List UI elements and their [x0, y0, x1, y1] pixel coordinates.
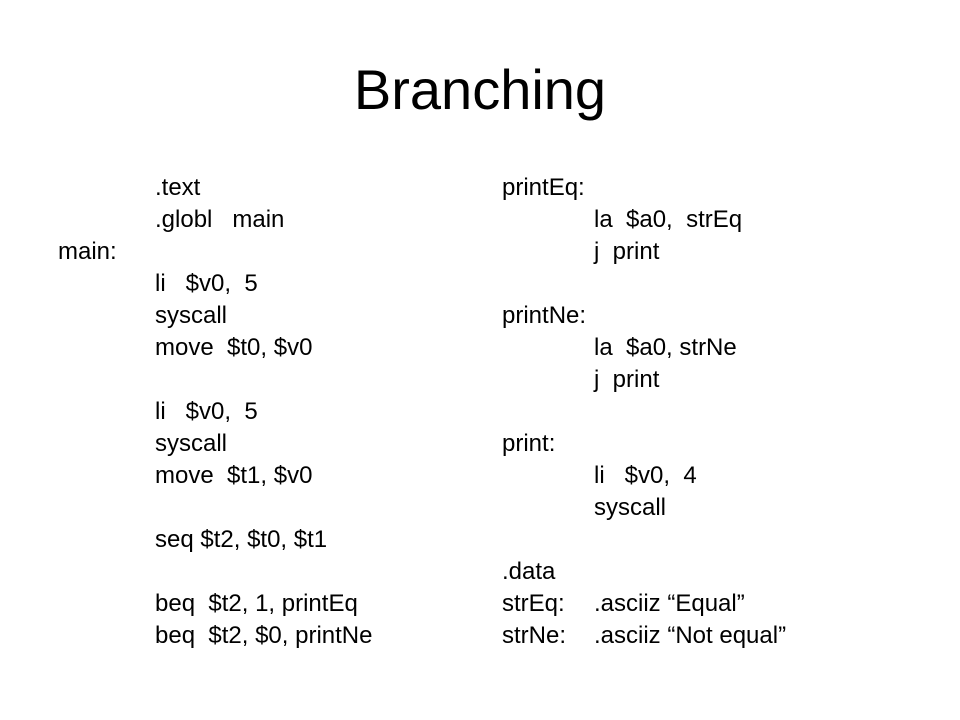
code-right-line-value: .asciiz “Equal”: [594, 590, 745, 617]
code-left-line: main:: [58, 238, 117, 265]
code-right-line: syscall: [594, 494, 667, 521]
code-left-line: seq $t2, $t0, $t1: [155, 526, 328, 553]
code-left-line: syscall: [155, 302, 228, 329]
code-left-line: li $v0, 5: [155, 270, 258, 297]
code-left-line: li $v0, 5: [155, 398, 258, 425]
code-right-line: j print: [594, 238, 660, 265]
code-right-line: j print: [594, 366, 660, 393]
code-right-line: la $a0, strEq: [594, 206, 743, 233]
code-right-line: .data: [502, 558, 556, 585]
code-right-line-value: .asciiz “Not equal”: [594, 622, 787, 649]
code-left-line: move $t0, $v0: [155, 334, 313, 361]
code-right-line: strEq:: [502, 590, 565, 617]
code-left-line: beq $t2, 1, printEq: [155, 590, 358, 617]
code-left-line: .text: [155, 174, 201, 201]
code-left-line: .globl main: [155, 206, 285, 233]
code-right-line: li $v0, 4: [594, 462, 697, 489]
code-left-line: beq $t2, $0, printNe: [155, 622, 373, 649]
code-left-line: move $t1, $v0: [155, 462, 313, 489]
code-left-line: syscall: [155, 430, 228, 457]
code-right-line: print:: [502, 430, 556, 457]
slide-title: Branching: [353, 58, 607, 121]
code-right-line: printEq:: [502, 174, 585, 201]
code-right-line: printNe:: [502, 302, 587, 329]
code-right-line: strNe:: [502, 622, 567, 649]
code-right-line: la $a0, strNe: [594, 334, 737, 361]
